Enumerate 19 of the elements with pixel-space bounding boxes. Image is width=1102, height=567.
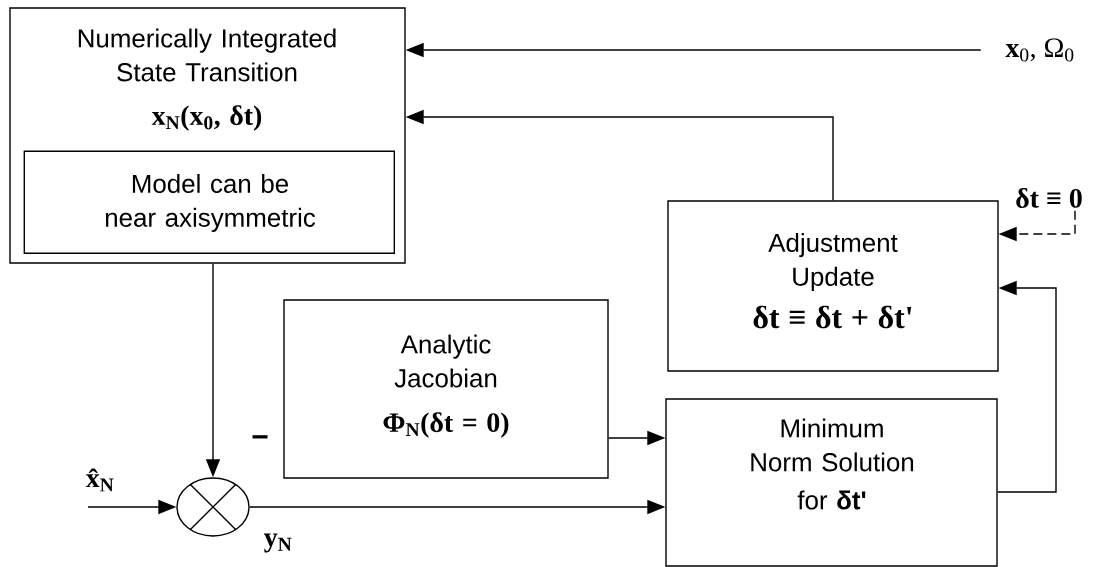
formula: x$_{N}$(x$_{0}$, δt) [151,105,262,131]
formula: for δt' [797,490,866,510]
edge-label: x̂$_{N}$ [84,467,116,493]
edge-label: y$_{N}$ [262,532,294,554]
input-label: δt ≡ 0 [1016,188,1082,208]
process-box [23,150,395,254]
box-text: Numerically Integrated State Transition [78,28,336,82]
minus-sign: − [252,435,268,439]
input-label: x$_{0}$, Ω$_{0}$ [1005,38,1074,62]
formula: Φ$_{N}$(δt = 0) [383,412,509,438]
box-text: Model can be near axisymmetric [105,174,316,232]
process-box [667,200,999,372]
formula: δt ≡ δt + δt' [753,305,912,329]
summing-junction [176,477,250,537]
process-box [9,7,406,264]
box-text: Analytic Jacobian [394,334,497,388]
process-box [283,299,609,479]
process-box [665,398,998,567]
box-text: Adjustment Update [768,233,898,291]
